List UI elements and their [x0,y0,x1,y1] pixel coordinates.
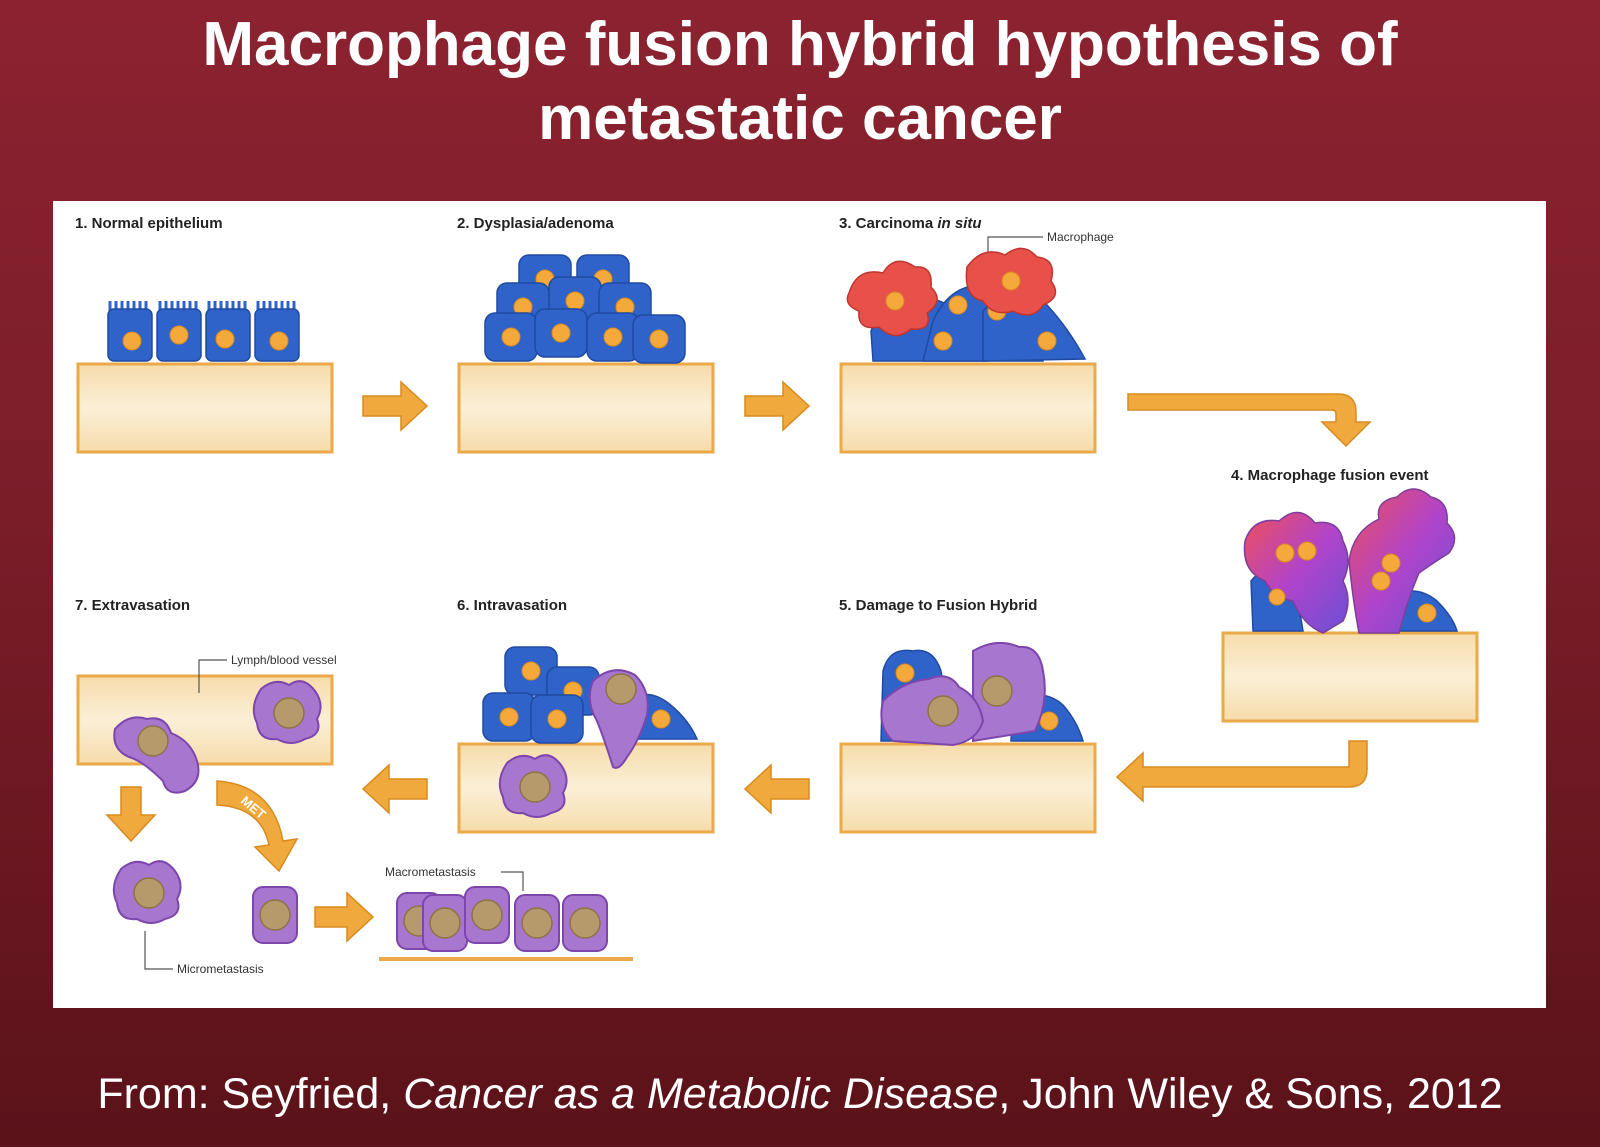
caption-suffix: , John Wiley & Sons, 2012 [998,1070,1503,1118]
stage-1-label: 1. Normal epithelium [75,215,223,232]
met-cell [252,886,298,944]
slide-title: Macrophage fusion hybrid hypothesis of m… [0,8,1600,156]
stage-3-carcinoma [839,247,1097,454]
met-arrow [216,780,299,873]
vessel-leader-line [198,659,227,693]
stage-7-label: 7. Extravasation [75,597,190,614]
stage-5-damage [839,641,1097,834]
arrow-to-macrometastasis [314,891,375,943]
fusion-hybrid-cell [1348,488,1456,634]
title-line-2: metastatic cancer [538,84,1062,153]
stage-3-label-prefix: 3. Carcinoma [839,215,937,232]
stage-6-intravasation [457,646,715,834]
micrometastasis-cell [112,860,182,924]
arrow-1-to-2 [362,380,429,432]
caption-prefix: From: Seyfried, [97,1070,404,1118]
diagram-panel: 1. Normal epithelium 2. Dysplasia/adenom… [53,201,1546,1008]
arrow-down-to-micrometastasis [105,786,157,843]
stage-3-label: 3. Carcinoma in situ [839,215,982,232]
arrow-2-to-3 [744,380,811,432]
arrow-3-to-4 [1127,393,1372,448]
tissue-block [457,742,715,834]
macrometastasis-leader-line [501,871,524,891]
macrometastasis-annotation: Macrometastasis [385,865,476,879]
stage-7-extravasation: Lymph/blood vessel MET Micrometastasis M… [76,653,633,976]
epithelial-cells [107,301,300,362]
stage-5-label: 5. Damage to Fusion Hybrid [839,597,1037,614]
tissue-block [839,362,1097,454]
fusion-hybrid-cell [1243,511,1349,634]
arrow-6-to-7 [361,763,428,815]
macrometastasis-cells [396,886,608,952]
stage-1-normal-epithelium [76,301,334,454]
stage-6-label: 6. Intravasation [457,597,567,614]
stage-2-label: 2. Dysplasia/adenoma [457,215,614,232]
macrophage-annotation: Macrophage [1047,230,1114,244]
arrow-4-to-5 [1115,740,1368,803]
tissue-block [457,362,715,454]
macrometastasis-baseline [379,957,633,961]
stage-4-label: 4. Macrophage fusion event [1231,467,1429,484]
tissue-block [1221,631,1479,723]
source-caption: From: Seyfried, Cancer as a Metabolic Di… [0,1070,1600,1119]
stage-2-dysplasia [457,254,715,454]
title-line-1: Macrophage fusion hybrid hypothesis of [202,10,1398,79]
hybrid-cell-in-vessel [498,754,568,818]
vessel-annotation: Lymph/blood vessel [231,653,337,667]
micrometastasis-annotation: Micrometastasis [177,962,264,976]
stage-4-fusion-event [1221,488,1479,723]
tissue-block [76,362,334,454]
tissue-block [839,742,1097,834]
metastasis-diagram: 1. Normal epithelium 2. Dysplasia/adenom… [75,215,1479,976]
caption-book-title: Cancer as a Metabolic Disease [403,1070,999,1118]
arrow-5-to-6 [743,763,810,815]
stage-3-label-italic: in situ [937,215,981,232]
micrometastasis-leader-line [144,931,173,970]
